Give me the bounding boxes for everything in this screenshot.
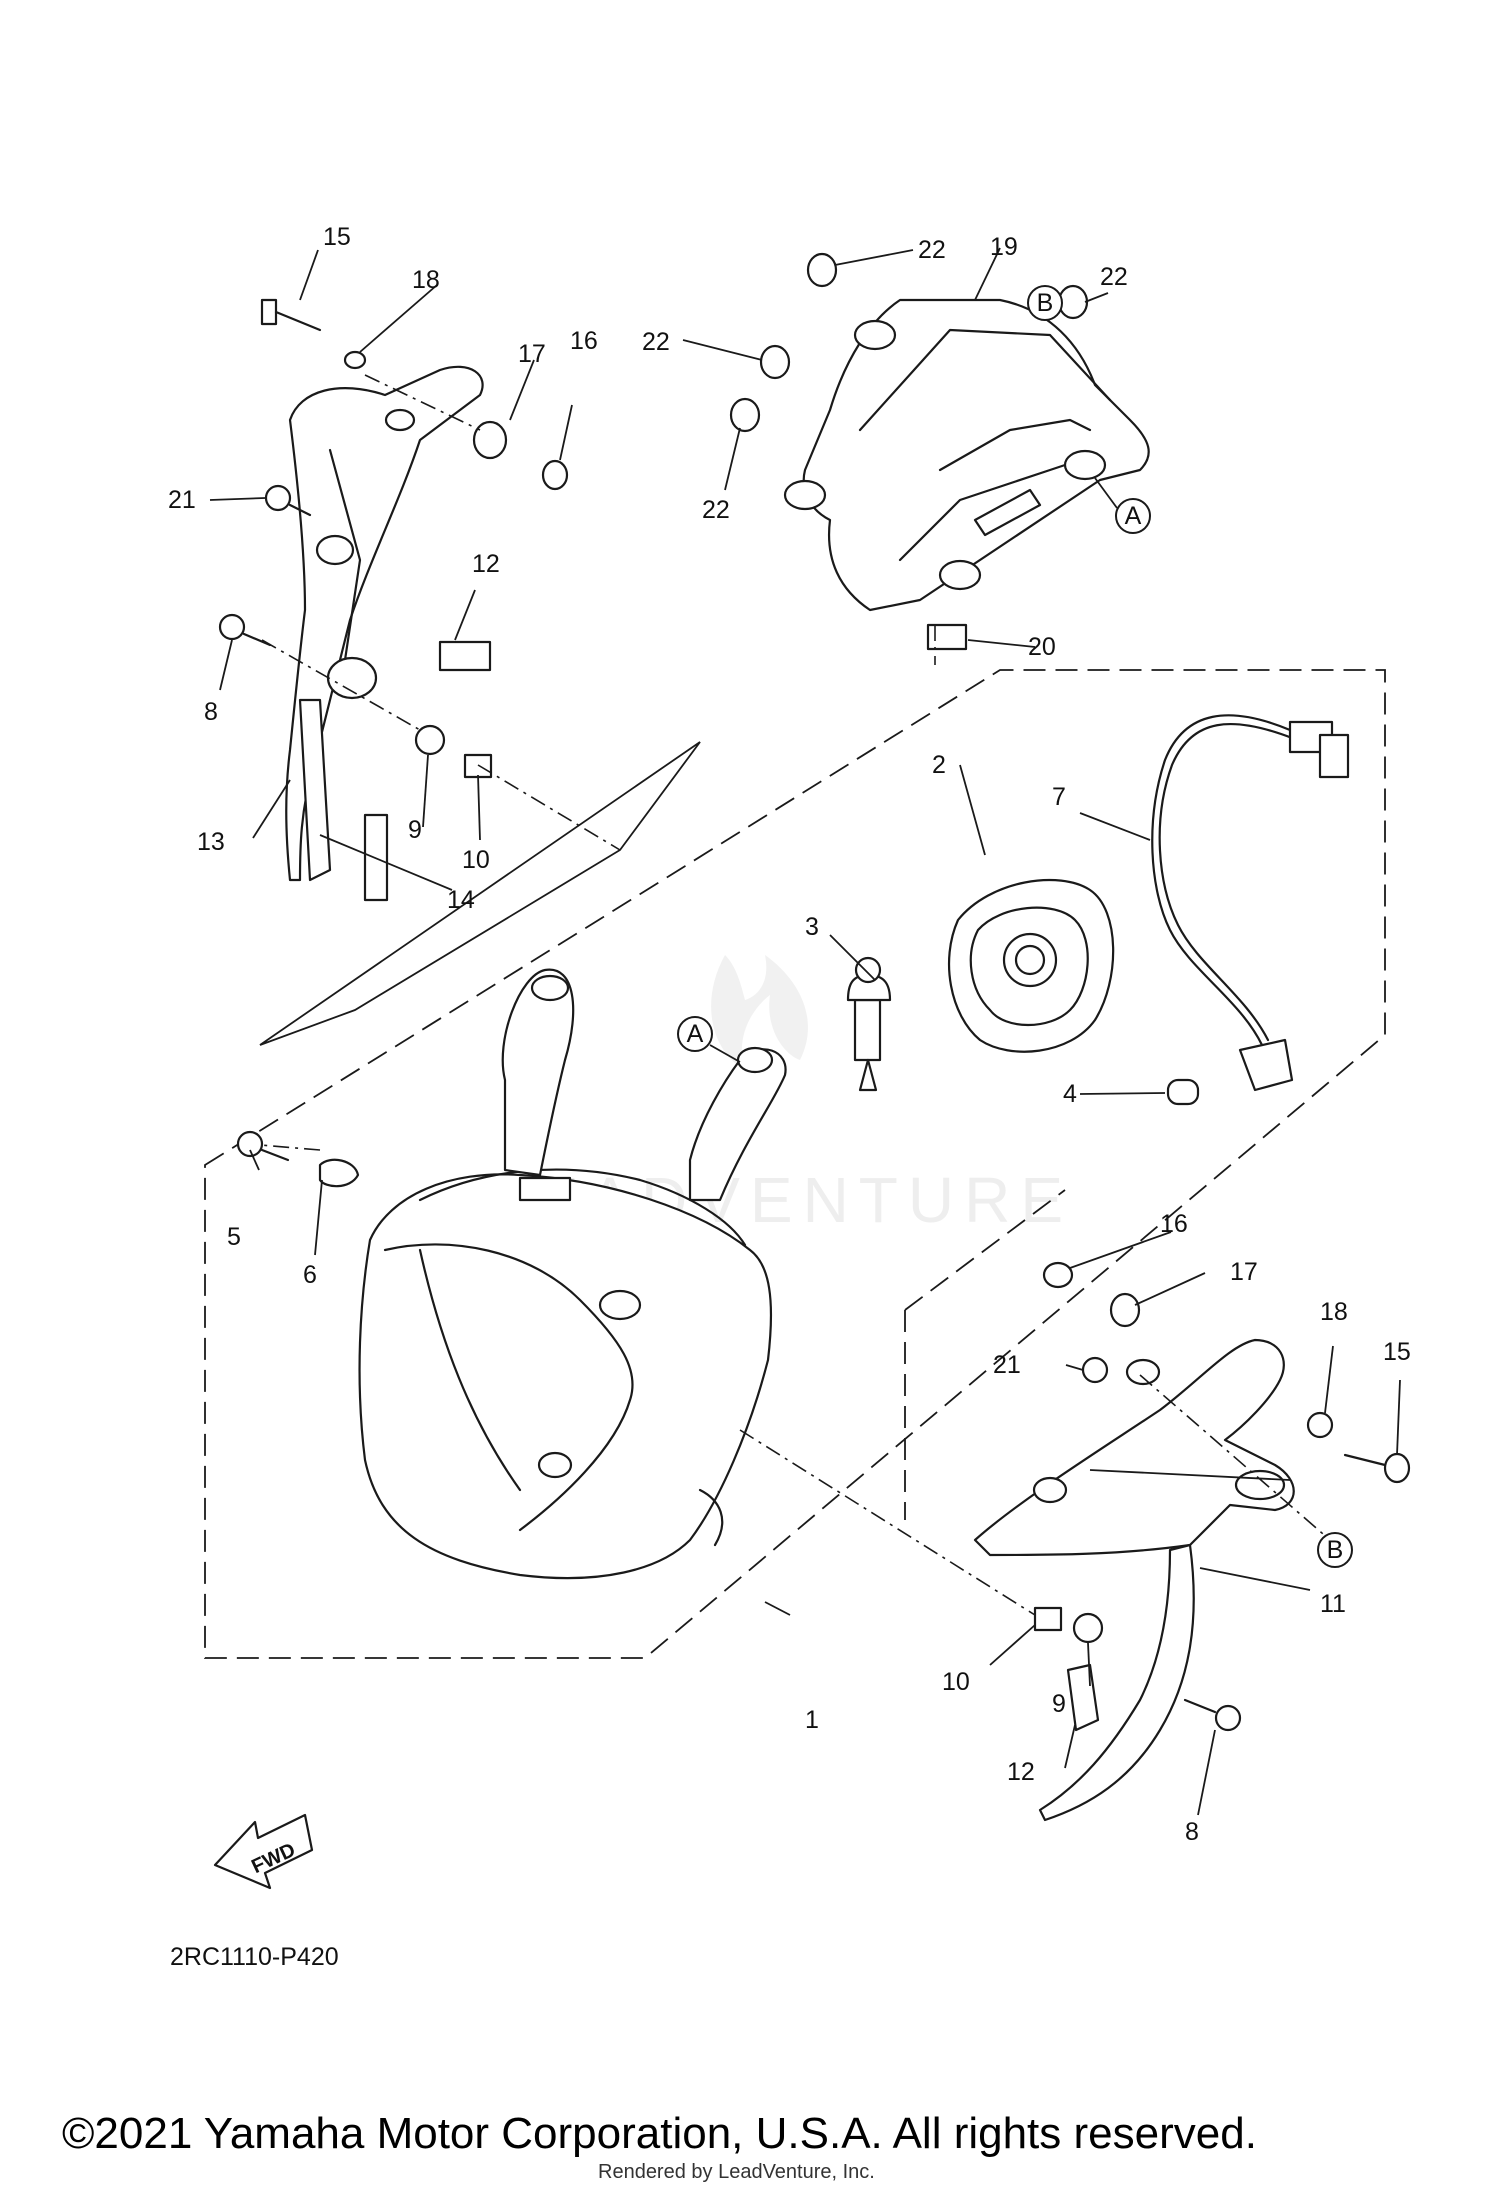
ref-b-upper: B [1037, 289, 1054, 317]
callout-8-right: 8 [1185, 1818, 1199, 1846]
callout-18-lower: 18 [1320, 1298, 1348, 1326]
callout-22-top: 22 [918, 236, 946, 264]
callout-18-upper: 18 [412, 266, 440, 294]
ref-a-lower-circle [677, 1016, 713, 1052]
callout-14: 14 [447, 886, 475, 914]
wire-harness [1151, 714, 1350, 1106]
callout-21-lower: 21 [993, 1351, 1021, 1379]
callout-22-right: 22 [1100, 263, 1128, 291]
headlight-housing [358, 968, 787, 1580]
bulb-and-socket [846, 878, 1115, 1092]
callout-22-lower: 22 [702, 496, 730, 524]
callout-22-left: 22 [642, 328, 670, 356]
ref-b-upper-circle [1027, 285, 1063, 321]
callout-16-lower: 16 [1160, 1210, 1188, 1238]
callouts: 1 2 3 4 7 5 6 8 8 9 9 10 10 11 12 12 13 … [168, 223, 1411, 1846]
ref-a-lower: A [687, 1020, 704, 1048]
ref-b-lower-circle [1317, 1532, 1353, 1568]
callout-13: 13 [197, 828, 225, 856]
ref-a-upper: A [1125, 502, 1142, 530]
callout-4: 4 [1063, 1080, 1077, 1108]
callout-3: 3 [805, 913, 819, 941]
callout-8-left: 8 [204, 698, 218, 726]
callout-2: 2 [932, 751, 946, 779]
right-stay [973, 1338, 1295, 1822]
callout-15-upper: 15 [323, 223, 351, 251]
headlight-assembly-boundary [204, 669, 1386, 1659]
fwd-arrow: FWD [213, 1813, 314, 1890]
callout-15-lower: 15 [1383, 1338, 1411, 1366]
leader-lines [209, 247, 1401, 1816]
reference-markers: A A B B [677, 285, 1353, 1568]
diagram-code: 2RC1110-P420 [170, 1943, 339, 1971]
callout-21-upper: 21 [168, 486, 196, 514]
rendered-by: Rendered by LeadVenture, Inc. [598, 2161, 875, 2183]
callout-12-lower: 12 [1007, 1758, 1035, 1786]
callout-6: 6 [303, 1261, 317, 1289]
callout-10-right: 10 [942, 1668, 970, 1696]
upper-bracket [783, 298, 1150, 612]
callout-5: 5 [227, 1223, 241, 1251]
alignment-lines [259, 374, 1331, 1616]
ref-b-lower: B [1327, 1536, 1344, 1564]
callout-20: 20 [1028, 633, 1056, 661]
callout-10-left: 10 [462, 846, 490, 874]
lower-assembly-dash [904, 1189, 1066, 1311]
left-stay [285, 365, 484, 882]
callout-16-upper: 16 [570, 327, 598, 355]
callout-9-left: 9 [408, 816, 422, 844]
fasteners [218, 252, 1411, 1732]
callout-19: 19 [990, 233, 1018, 261]
callout-9-right: 9 [1052, 1690, 1066, 1718]
copyright: ©2021 Yamaha Motor Corporation, U.S.A. A… [62, 2109, 1257, 2158]
callout-12-upper: 12 [472, 550, 500, 578]
ref-a-upper-circle [1115, 498, 1151, 534]
callout-11: 11 [1320, 1590, 1346, 1618]
fwd-arrow-icon [213, 1813, 314, 1890]
callout-1: 1 [805, 1706, 819, 1734]
callout-17-lower: 17 [1230, 1258, 1258, 1286]
callout-17-upper: 17 [518, 340, 546, 368]
callout-5-7: 7 [1052, 783, 1066, 811]
